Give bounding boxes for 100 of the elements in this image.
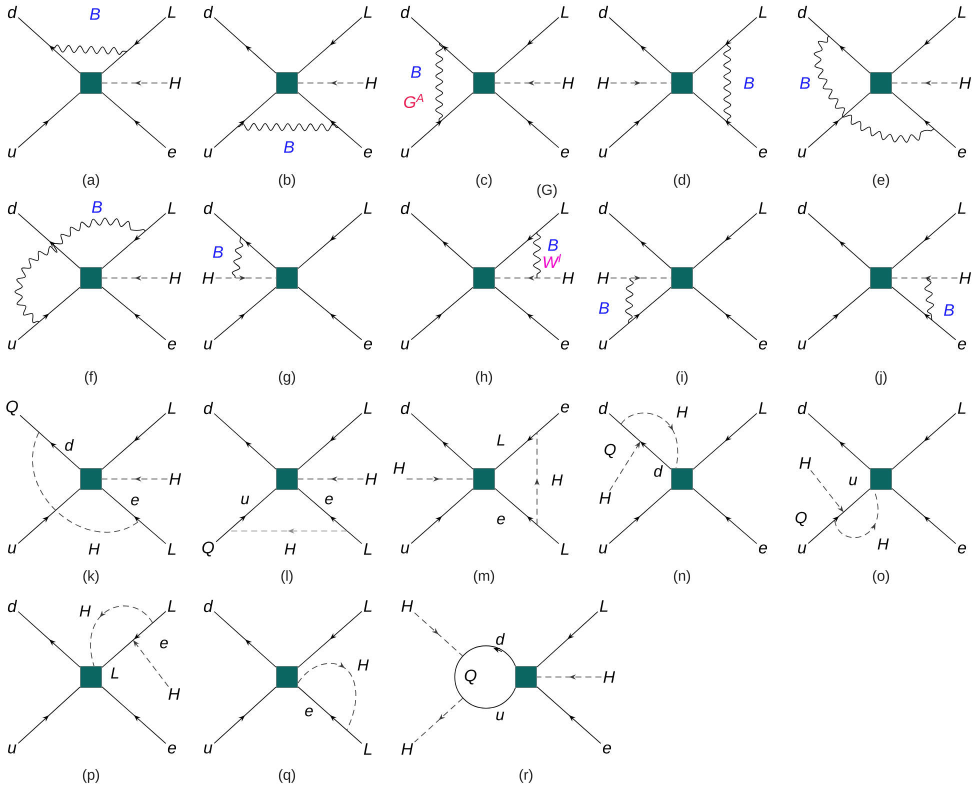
arrow-line — [214, 213, 276, 269]
particle-label: u — [599, 148, 608, 158]
particle-label: L — [560, 202, 568, 214]
particle-label: d — [598, 402, 608, 414]
particle-label: e — [364, 148, 372, 158]
particle-label: L — [168, 543, 176, 555]
vertex-square — [870, 468, 892, 490]
particle-label: H — [600, 492, 612, 504]
arrow-line — [892, 413, 956, 470]
line-label: B — [92, 201, 102, 213]
arrow-line — [18, 611, 80, 668]
particle-label: d — [204, 600, 214, 612]
arrow-line — [536, 686, 602, 744]
arrow-line — [298, 611, 362, 668]
particle-label: H — [562, 272, 574, 284]
particle-label: d — [8, 202, 18, 214]
particle-label: e — [758, 544, 768, 554]
vertex-square — [473, 72, 495, 94]
vertex-square — [276, 267, 298, 289]
arrow-line — [608, 92, 672, 148]
particle-label: d — [8, 6, 18, 18]
arrow-line — [410, 286, 474, 340]
arrow-line — [494, 213, 560, 269]
line-label: B — [944, 304, 954, 316]
arrow-line — [892, 17, 956, 74]
line-label: H — [676, 406, 688, 418]
annotation-label: (G) — [537, 184, 557, 198]
vertex-square — [671, 267, 693, 289]
particle-label: e — [560, 403, 570, 413]
particle-label: e — [168, 340, 176, 350]
particle-label: e — [560, 148, 570, 158]
particle-label: d — [8, 600, 18, 612]
line-label: G$^{A}$ — [404, 94, 424, 108]
particle-label: d — [204, 402, 214, 414]
arrow-line — [808, 286, 870, 340]
line-label: H — [878, 538, 889, 550]
line-label: B — [284, 141, 294, 153]
arrow-line — [214, 286, 276, 340]
arrow-line — [892, 213, 956, 269]
panel-caption: (m) — [474, 570, 494, 584]
panel-caption: (f) — [84, 371, 98, 385]
particle-label: L — [958, 6, 966, 18]
arrow-line — [20, 414, 80, 470]
dashed-arrow-line — [414, 612, 463, 656]
particle-label: e — [560, 340, 570, 350]
arrow-line — [692, 213, 758, 269]
vertex-square — [870, 267, 892, 289]
arrow-line — [494, 488, 560, 544]
particle-label: e — [758, 340, 768, 350]
vertex-square — [515, 666, 537, 688]
particle-label: u — [8, 744, 16, 754]
particle-label: H — [366, 473, 378, 485]
particle-label: H — [960, 77, 972, 89]
line-label: d — [65, 439, 74, 451]
arrow-line — [608, 286, 672, 340]
particle-label: e — [168, 148, 176, 158]
vertex-square — [870, 72, 892, 94]
vertex-square — [473, 468, 495, 490]
particle-label: H — [202, 272, 214, 284]
line-label: e — [497, 516, 505, 524]
arrow-line — [298, 17, 362, 74]
particle-label: u — [401, 544, 410, 554]
particle-label: u — [204, 340, 212, 350]
arrow-line — [102, 413, 166, 470]
line-label: L — [111, 668, 118, 679]
particle-label: e — [958, 544, 966, 554]
panel-caption: (c) — [476, 174, 492, 188]
arrow-line — [410, 413, 474, 470]
arrow-line — [298, 92, 362, 148]
vertex-square — [80, 72, 102, 94]
vertex-square — [80, 267, 102, 289]
particle-label: H — [170, 473, 182, 485]
arrow-line — [608, 413, 672, 470]
vertex-square — [276, 468, 298, 490]
particle-label: L — [364, 402, 372, 414]
arrow-line — [892, 92, 956, 148]
particle-label: e — [958, 340, 966, 350]
particle-label: H — [960, 272, 972, 284]
dashed-arrow-line — [414, 698, 464, 742]
arrow-line — [608, 488, 672, 544]
arrow-line — [808, 213, 870, 269]
arrow-line — [494, 413, 560, 470]
panel-caption: (e) — [872, 174, 890, 188]
particle-label: d — [598, 202, 608, 214]
panel-caption: (a) — [82, 174, 100, 188]
line-label: L — [497, 434, 504, 446]
particle-label: d — [400, 6, 410, 18]
arrow-line — [892, 286, 956, 340]
arrow-line — [410, 92, 474, 148]
arrow-line — [494, 286, 560, 340]
arrow-line — [18, 488, 80, 544]
particle-label: u — [401, 340, 410, 350]
panel-caption: (k) — [83, 570, 99, 584]
particle-label: d — [400, 202, 410, 214]
particle-label: L — [168, 600, 176, 612]
particle-label: L — [958, 202, 966, 214]
arrow-line — [102, 611, 166, 668]
particle-label: u — [204, 148, 212, 158]
panel-caption: (o) — [872, 570, 890, 584]
particle-label: u — [204, 744, 212, 754]
